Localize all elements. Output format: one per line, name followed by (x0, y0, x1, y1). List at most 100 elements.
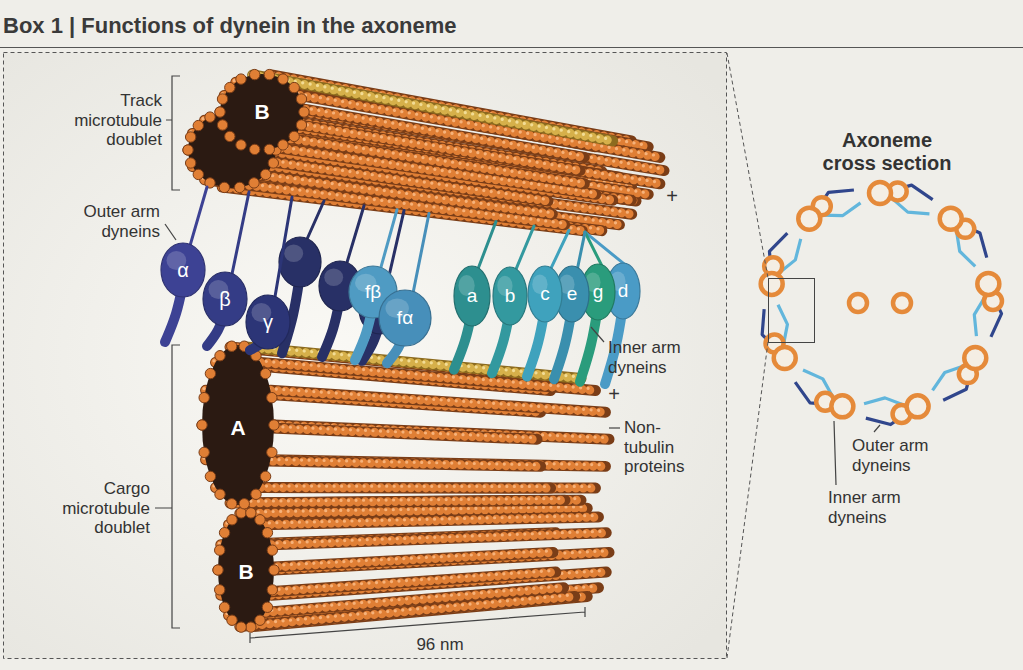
tubule-letter: B (254, 100, 269, 124)
bead-highlight (214, 484, 549, 488)
tubulin-bead (236, 74, 246, 84)
tubulin-bead (239, 499, 249, 509)
bead-highlight (228, 499, 563, 502)
central-pair-ring (893, 294, 911, 312)
dynein (246, 197, 292, 350)
dynein-stalk (550, 230, 569, 270)
motor-head (161, 243, 205, 297)
tubule-end (197, 341, 279, 509)
protofilament (214, 486, 551, 488)
dynein-stalk (346, 206, 364, 265)
tubulin-bead (225, 82, 235, 92)
tubule (218, 73, 664, 200)
bead-highlight (269, 389, 604, 411)
dynein (527, 230, 569, 376)
dynein-stalk (577, 232, 585, 270)
tubulin-bead (269, 420, 279, 430)
tubulin-beads (300, 96, 660, 158)
tubulin-bead (227, 615, 237, 625)
dynein-stalk (515, 226, 534, 271)
central-pair-ring (849, 294, 867, 312)
tubulin-bead (225, 131, 235, 141)
tubulin-bead (261, 169, 271, 179)
tubulin-bead (296, 94, 306, 104)
head-shine (284, 245, 303, 263)
dynein-stalk (585, 232, 628, 267)
tubulin-bead (234, 182, 244, 192)
tubulin-bead (267, 585, 277, 595)
tubulin-bead (193, 169, 203, 179)
section-heading: Axoneme cross section (820, 129, 955, 175)
tubulin-bead (250, 69, 260, 79)
tubulin-bead (185, 158, 195, 168)
tubulin-bead (255, 515, 265, 525)
tubulin-bead (214, 585, 224, 595)
tubulin-bead (269, 565, 279, 575)
tubulin-bead (197, 420, 207, 430)
doublet-bracket (166, 76, 180, 190)
leader-line (591, 327, 604, 342)
tubulin-bead (267, 447, 277, 457)
doublet-bracket (155, 345, 180, 628)
leader-line (609, 427, 620, 428)
tubulin-bead (236, 622, 246, 632)
tubule-lumen (220, 74, 304, 150)
tubulin-bead (219, 528, 229, 538)
zoom-line (727, 342, 768, 658)
protofilament-outline (216, 482, 551, 494)
tubulin-bead (199, 392, 209, 402)
structure-label: Inner arm dyneins (828, 488, 928, 527)
tubulin-bead (255, 615, 265, 625)
zoom-frame (769, 279, 815, 343)
zoom-line (727, 53, 768, 278)
tubulin-bead (219, 602, 229, 612)
head-shine (324, 269, 343, 287)
tubulin-bead (296, 120, 306, 130)
tubulin-bead (246, 622, 256, 632)
structure-label: Inner arm dyneins (608, 338, 703, 377)
structure-label: Outer arm dyneins (852, 436, 952, 475)
a-tubule-ring (977, 273, 999, 295)
dynein (203, 192, 249, 346)
tubule-end (215, 69, 309, 154)
dynein (454, 222, 496, 370)
motor-head (203, 272, 247, 326)
tubulin-beads (216, 483, 551, 493)
tubulin-bead (268, 158, 278, 168)
tubulin-bead (260, 471, 270, 481)
tubulin-bead (267, 392, 277, 402)
structure-label: Cargo microtubule doublet (38, 479, 150, 538)
a-tubule-ring (869, 182, 891, 204)
structure-label: Track microtubule doublet (50, 91, 162, 150)
cargo-doublet (197, 341, 609, 632)
tubulin-bead (299, 107, 309, 117)
cross-section (761, 182, 1002, 425)
tubulin-bead (215, 351, 225, 361)
a-tubule-ring (831, 395, 853, 417)
tubulin-bead (278, 140, 288, 150)
tubulin-bead (205, 471, 215, 481)
leader-line (834, 421, 836, 485)
dynein-stalk (232, 192, 249, 276)
protofilament (269, 389, 606, 413)
motor-head (246, 295, 290, 349)
tubulin-bead (250, 144, 260, 154)
tubulin-bead (214, 545, 224, 555)
dynein-name: a (467, 285, 478, 307)
dynein-name: γ (263, 311, 273, 334)
dynein-name: b (505, 285, 516, 307)
protofilament-outline (271, 533, 606, 545)
motor-head (454, 266, 490, 326)
a-tubule-ring (761, 273, 783, 295)
tubulin-bead (262, 528, 272, 538)
dynein-arms (161, 187, 640, 384)
bead-highlight (270, 531, 605, 543)
bead-highlight (298, 94, 658, 156)
dynein-name: g (593, 281, 604, 303)
tubulin-bead (289, 131, 299, 141)
tubule-end (213, 508, 279, 633)
title-rule (0, 47, 1023, 48)
dynein-stalk (306, 201, 324, 241)
